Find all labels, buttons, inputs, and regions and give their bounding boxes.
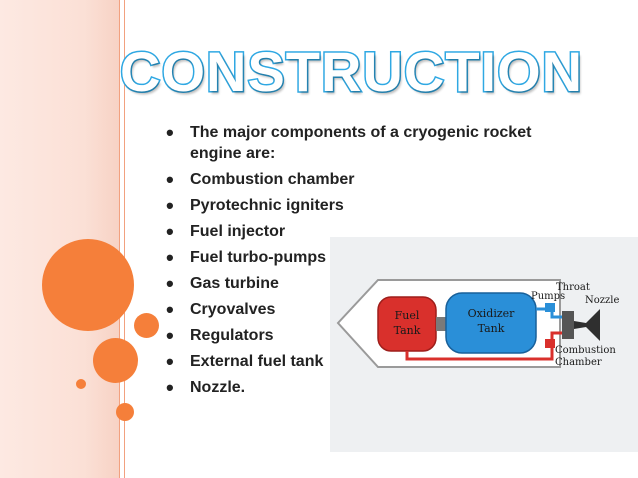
bullet-item: •Fuel injector <box>166 219 286 244</box>
bullet-dot: • <box>166 375 174 400</box>
divider-line <box>124 0 125 478</box>
oxidizer-line <box>536 307 562 319</box>
bullet-dot: • <box>166 193 174 218</box>
decorative-side-band <box>0 0 120 478</box>
pump-fuel <box>545 339 555 348</box>
bullet-dot: • <box>166 245 174 270</box>
bullet-item: •Cryovalves <box>166 297 276 322</box>
rocket-engine-diagram: Fuel Tank Oxidizer Tank Pumps Throat Noz… <box>330 237 638 452</box>
bullet-item: •Nozzle. <box>166 375 246 400</box>
decorative-circle-small <box>134 313 159 338</box>
slide-title: CONSTRUCTION <box>118 40 584 103</box>
fuel-line <box>405 331 562 361</box>
combustion-chamber <box>562 311 574 339</box>
pumps-label: Pumps <box>531 291 565 302</box>
throat-label: Throat <box>556 282 590 293</box>
bullet-dot: • <box>166 271 174 296</box>
bullet-item: •The major components of a cryogenic roc… <box>166 120 532 163</box>
pump-oxidizer <box>545 303 555 312</box>
fuel-tank-label: Tank <box>394 324 421 337</box>
engine-nozzle <box>574 309 600 341</box>
bullet-item: •Regulators <box>166 323 274 348</box>
combustion-chamber-label: Combustion <box>555 345 616 356</box>
tank-connector <box>436 317 446 331</box>
nozzle-label: Nozzle <box>585 295 620 306</box>
bullet-item: •Combustion chamber <box>166 167 355 192</box>
combustion-chamber-label: Chamber <box>555 357 602 368</box>
decorative-circle-medium <box>93 338 138 383</box>
oxidizer-tank <box>445 292 537 354</box>
bullet-item: •Pyrotechnic igniters <box>166 193 344 218</box>
bullet-item: •Gas turbine <box>166 271 279 296</box>
decorative-circle-large <box>42 239 134 331</box>
decorative-circle-tiny <box>76 379 86 389</box>
bullet-dot: • <box>166 297 174 322</box>
decorative-circle-small <box>116 403 134 421</box>
bullet-item: •Fuel turbo-pumps <box>166 245 326 270</box>
fuel-tank-label: Fuel <box>395 309 420 322</box>
bullet-dot: • <box>166 219 174 244</box>
bullet-dot: • <box>166 323 174 348</box>
bullet-list: •The major components of a cryogenic roc… <box>160 122 580 403</box>
divider-line <box>119 0 120 478</box>
bullet-dot: • <box>166 349 174 374</box>
bullet-dot: • <box>166 120 174 145</box>
oxidizer-tank-label: Oxidizer <box>468 307 516 320</box>
bullet-item: •External fuel tank <box>166 349 324 374</box>
oxidizer-tank-label: Tank <box>478 322 505 335</box>
bullet-dot: • <box>166 167 174 192</box>
